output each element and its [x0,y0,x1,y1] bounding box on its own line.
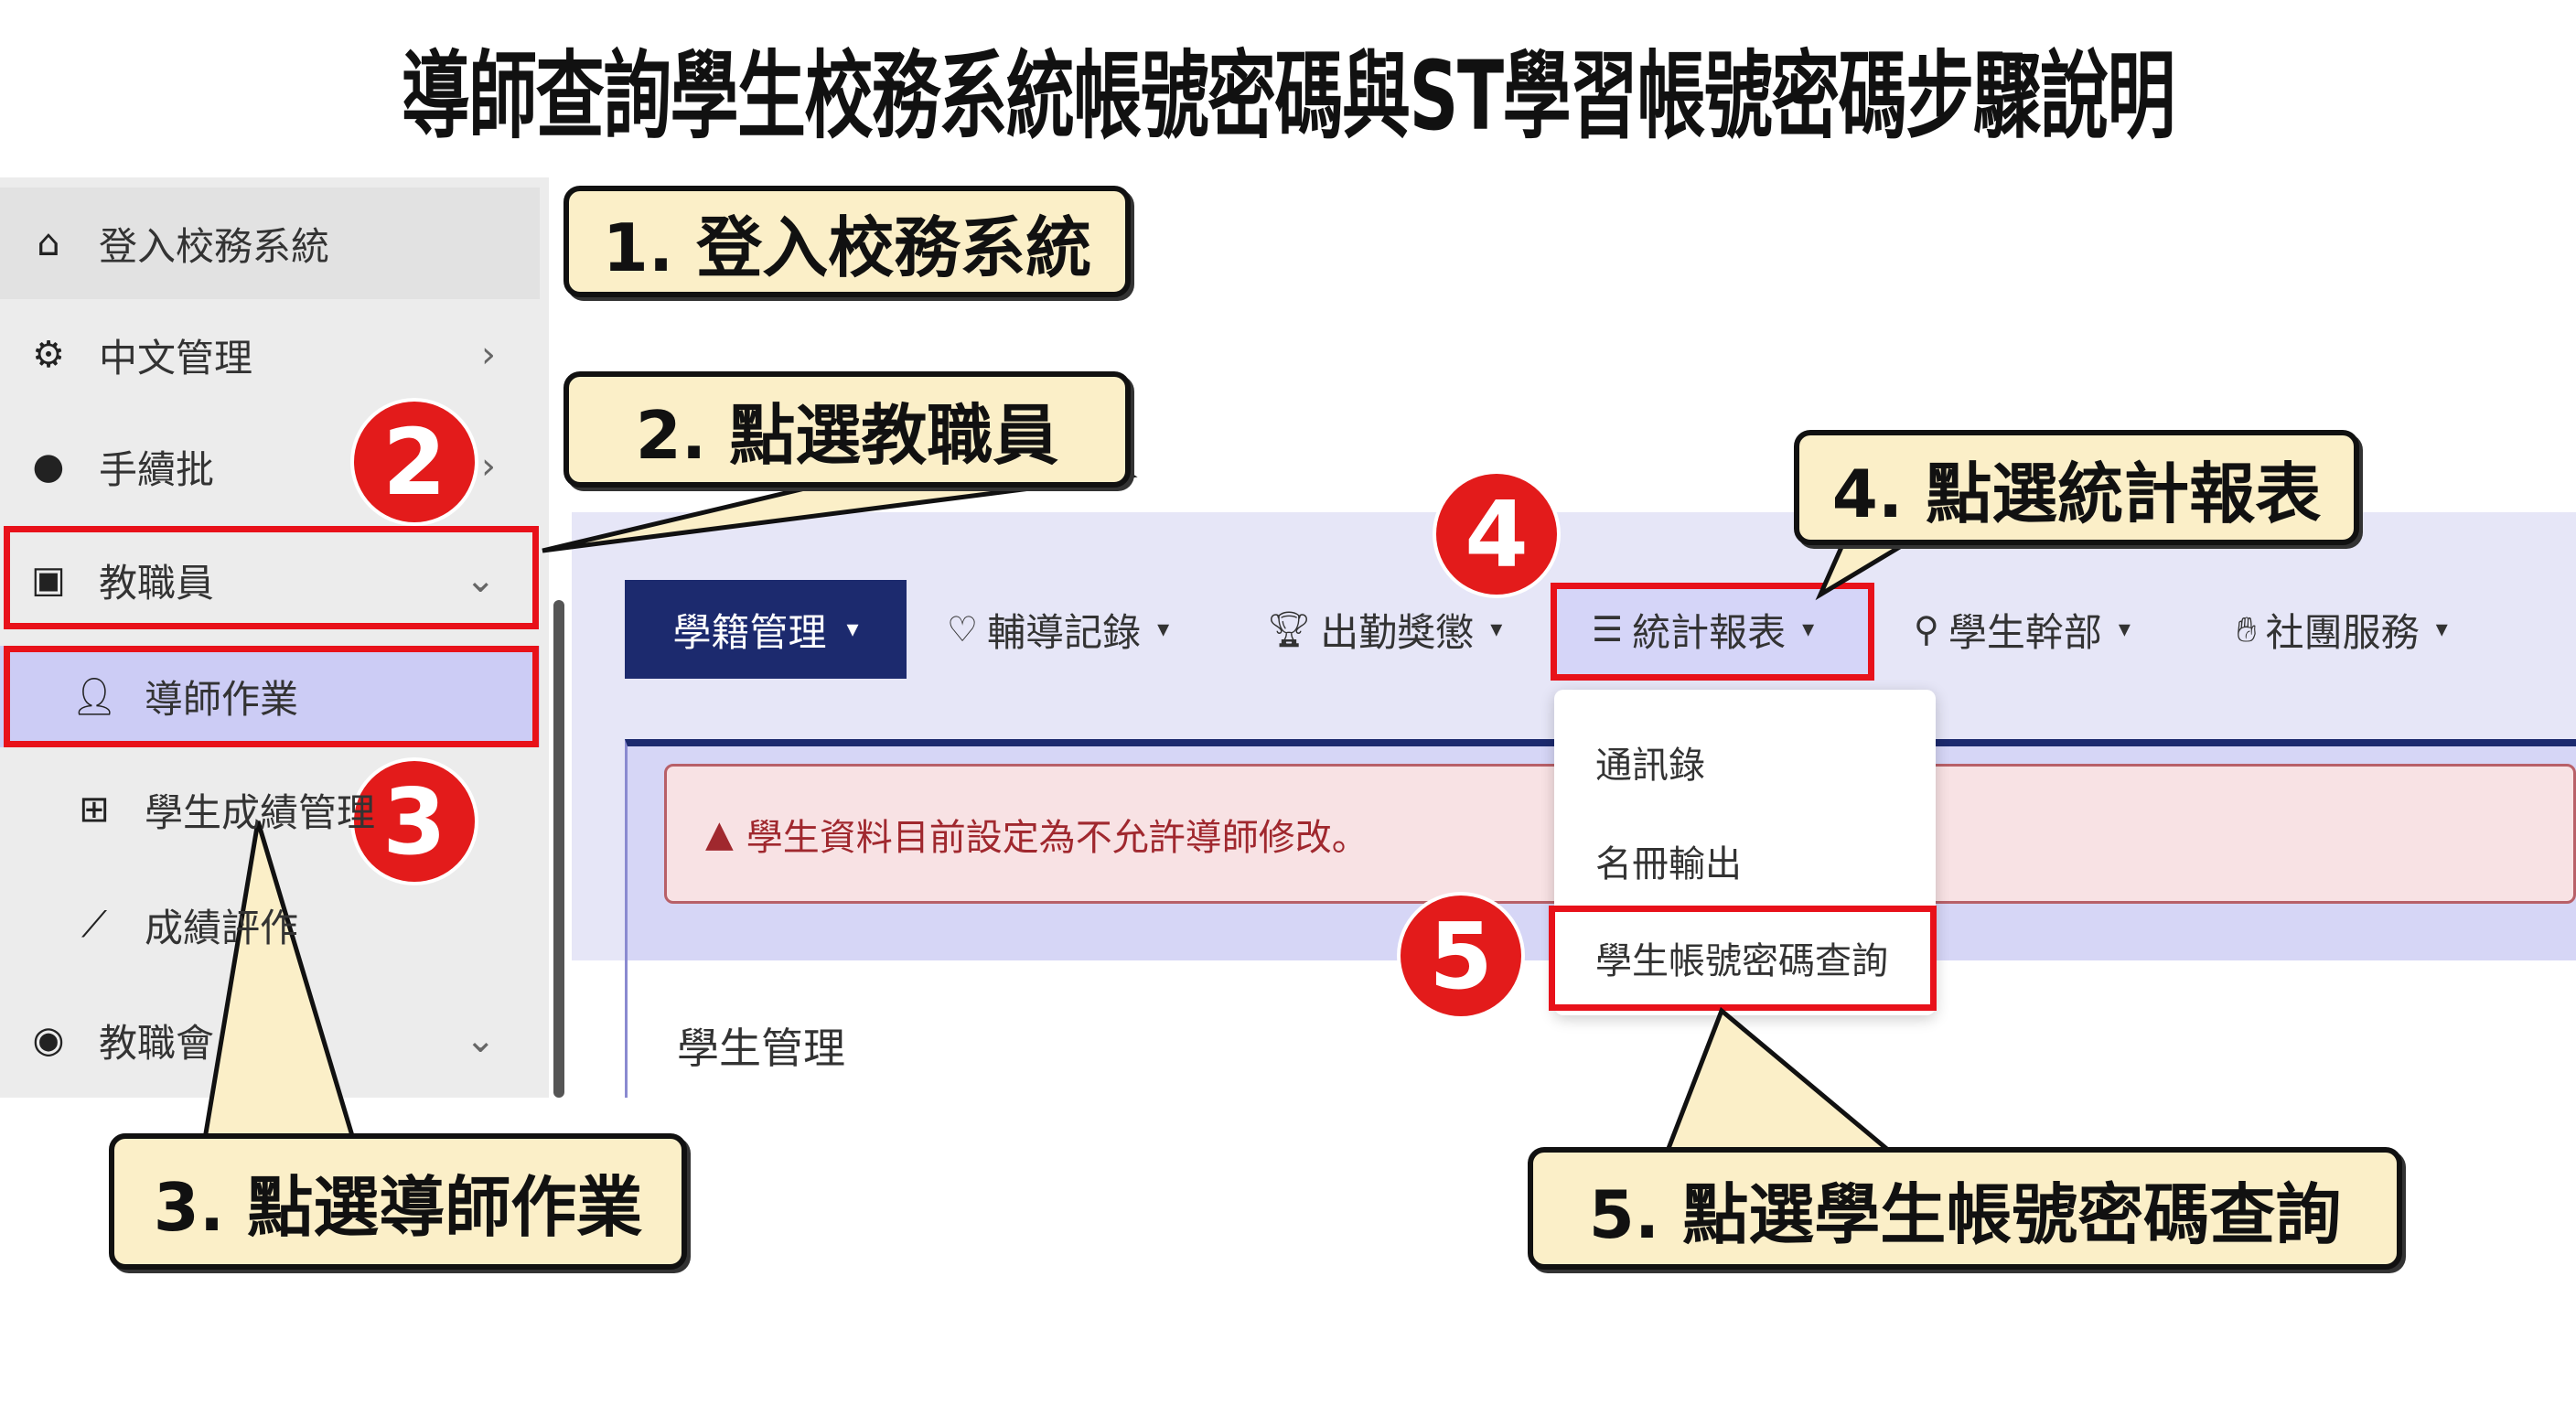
nav-counseling[interactable]: ♡輔導記錄 ▾ [947,604,1169,655]
sidebar-item-label: 登入校務系統 [99,223,330,269]
sidebar-item-homeroom[interactable]: 👤︎ 導師作業 [0,646,540,747]
nav-clubs[interactable]: ✋︎社團服務 ▾ [2237,604,2448,655]
highlight-homeroom [4,646,539,747]
nav-label: 輔導記錄 [987,609,1142,655]
chart-line-icon: ⟋ [81,904,107,946]
table-icon: ⊞ [79,788,110,831]
highlight-staff [4,526,539,629]
gear-icon: ⚙ [32,334,65,376]
sidebar-item-label: 成績評作 [145,905,299,950]
menu-item-student-password[interactable]: 學生帳號密碼查詢 [1595,940,1888,982]
statistics-dropdown: 通訊錄 名冊輸出 學生帳號密碼查詢 [1554,690,1936,1015]
person-icon: ⚲ [1914,609,1939,649]
caret-down-icon: ▾ [1157,616,1170,643]
sidebar-item-label: 教職會 [99,1020,215,1066]
sidebar-item-staff[interactable]: ▣ 教職員 ⌄ [0,525,540,635]
user-icon: 👤︎ [70,676,118,718]
globe-icon: ◉ [32,1019,65,1061]
sidebar: ⌂ 登入校務系統 ⚙ 中文管理 › ● 手續批 › ▣ 教職員 ⌄ 👤︎ 導師作業 ⊞ 學生成績管… [0,177,549,1098]
chevron-right-icon: › [481,445,496,488]
caret-down-icon: ▾ [1802,616,1815,643]
users-icon: ● [32,445,65,488]
sidebar-item-login[interactable]: ⌂ 登入校務系統 [0,188,540,299]
callout-tail-5 [1664,1006,1895,1153]
sidebar-item-chinese[interactable]: ⚙ 中文管理 › [0,300,540,410]
caret-down-icon: ▾ [1490,616,1503,643]
sidebar-item-label: 手續批 [99,446,215,492]
nav-label: 統計報表 [1632,609,1787,655]
callout-step-4: 4. 點選統計報表 [1794,430,2359,545]
title-text: 導師查詢學生校務系統帳號密碼與ST學習帳號密碼步驟說明 [401,40,2176,152]
step-badge-4: 4 [1436,474,1557,595]
nav-label: 學生幹部 [1948,609,2102,655]
step-badge-5: 5 [1401,896,1521,1016]
handshake-icon: ✋︎ [2237,608,2257,649]
nav-label: 出勤獎懲 [1320,609,1475,655]
sidebar-item-label: 導師作業 [145,677,299,722]
nav-label: 學籍管理 [672,609,827,655]
sidebar-scrollbar[interactable] [553,600,564,1098]
caret-down-icon: ▾ [2435,616,2448,643]
caret-down-icon: ▾ [2118,616,2131,643]
sidebar-item-label: 學生成績管理 [145,789,376,835]
callout-tail-3 [202,820,357,1142]
step-badge-2: 2 [354,402,475,522]
step-badge-3: 3 [354,761,475,882]
list-chart-icon: ☰ [1592,609,1624,649]
menu-item-roster-export[interactable]: 名冊輸出 [1595,843,1742,885]
chevron-down-icon: ⌄ [465,559,496,601]
sidebar-item-procedures[interactable]: ● 手續批 › [0,412,540,521]
nav-label: 社團服務 [2265,609,2420,655]
chevron-right-icon: › [481,334,496,376]
nav-enrollment[interactable]: 學籍管理 ▾ [625,580,907,679]
menu-item-contacts[interactable]: 通訊錄 [1595,745,1705,787]
nav-attendance[interactable]: 🏆︎出勤獎懲 ▾ [1267,604,1502,655]
home-icon: ⌂ [37,222,60,264]
chevron-down-icon: ⌄ [465,1019,496,1061]
nav-student-cadres[interactable]: ⚲學生幹部 ▾ [1914,604,2131,655]
caret-down-icon: ▾ [846,616,859,643]
trophy-icon: 🏆︎ [1267,608,1312,649]
sidebar-item-grade-report[interactable]: ⟋ 成績評作 [0,870,540,980]
section-title: 學生管理 [677,1024,845,1073]
heart-icon: ♡ [947,609,979,649]
highlight-statistics [1551,583,1874,681]
sidebar-item-staff-meeting[interactable]: ◉ 教職會 ⌄ [0,985,540,1095]
sidebar-item-grades[interactable]: ⊞ 學生成績管理 [0,755,540,864]
nav-statistics[interactable]: ☰統計報表 ▾ [1592,604,1814,655]
callout-step-2: 2. 點選教職員 [564,371,1131,488]
sidebar-item-label: 教職員 [99,560,215,606]
warning-icon: ▲ [705,812,734,855]
contact-card-icon: ▣ [31,559,66,601]
highlight-student-password [1549,906,1937,1011]
page-title: 導師查詢學生校務系統帳號密碼與ST學習帳號密碼步驟說明 [0,18,2576,156]
callout-step-1: 1. 登入校務系統 [564,186,1131,297]
callout-step-3: 3. 點選導師作業 [109,1133,687,1270]
sidebar-item-label: 中文管理 [99,335,253,381]
alert-text: 學生資料目前設定為不允許導師修改。 [746,816,1368,859]
callout-step-5: 5. 點選學生帳號密碼查詢 [1528,1147,2402,1270]
